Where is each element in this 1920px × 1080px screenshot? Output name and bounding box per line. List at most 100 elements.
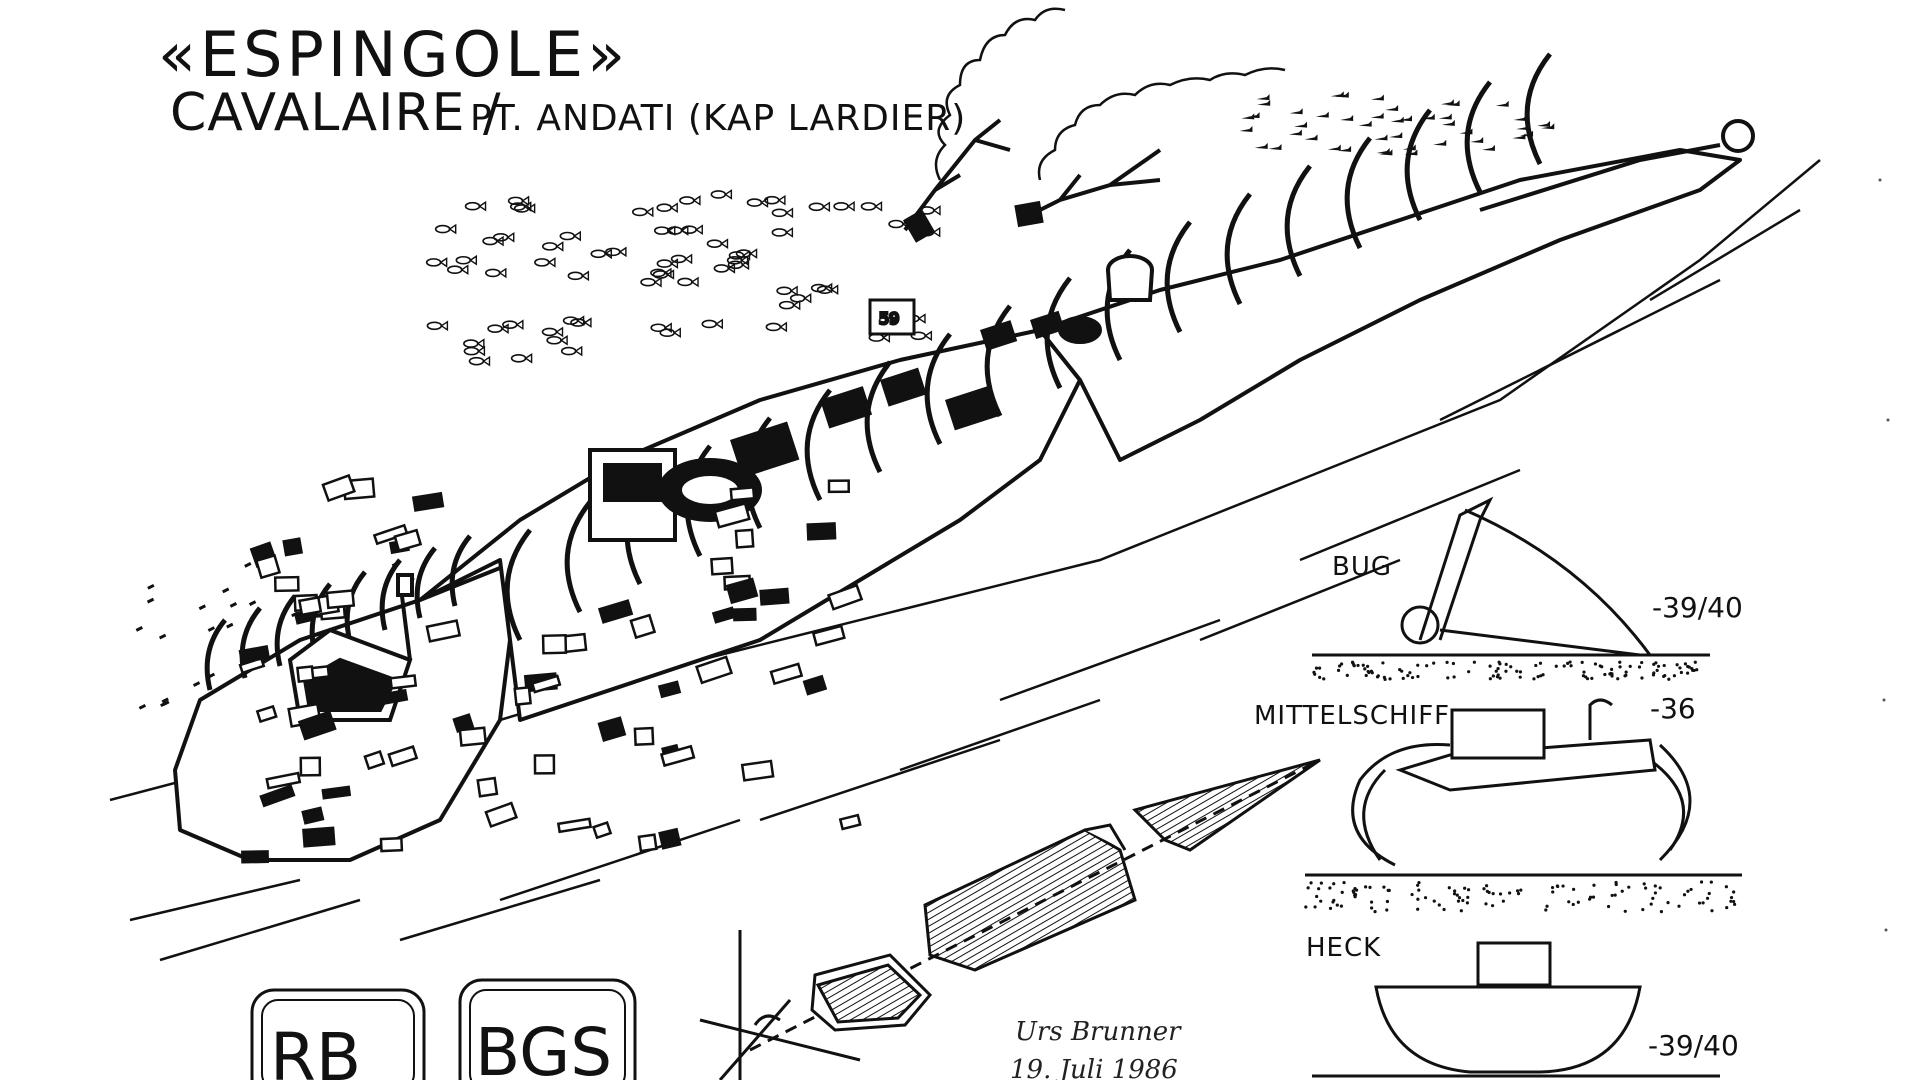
fish-tail [500,323,509,334]
fish [810,282,833,294]
section-label-bug: BUG [1332,552,1392,582]
seabed-dot [1518,670,1523,674]
debris-block [363,750,386,771]
fish-tail [581,270,590,282]
seabed-dot [1466,895,1470,899]
fish [567,270,590,282]
fish [746,197,769,208]
fish [1389,132,1403,139]
deck-hatch [729,421,800,479]
fish [158,633,167,640]
debris-block [458,726,488,747]
seabed-dot [1425,664,1429,668]
debris-block [255,704,278,724]
seabed-dot [1608,672,1612,676]
seabed-dot [1620,889,1624,893]
debris-block [806,522,837,541]
debris-block [659,744,696,768]
hull-rib [1164,220,1192,334]
seabed-dot [1592,883,1596,887]
fish-body [771,228,788,237]
debris-block [379,836,404,853]
seabed-dot [1313,672,1317,676]
fish-tail [830,284,839,296]
debris-block [372,523,409,546]
debris-block [533,754,556,775]
seabed-dot [1732,890,1736,894]
debris-block [633,726,655,747]
signature-date: 19. Juli 1986 [1010,1055,1178,1080]
fish [492,231,515,243]
fish [808,201,831,213]
seabed-dot [1373,910,1377,914]
fish-tail [669,202,678,214]
debris-block [241,850,269,864]
hull-rib [984,304,1012,418]
fish-tail [672,327,681,339]
seabed-dot [1340,890,1344,894]
seabed-dot [1516,892,1521,896]
fish-body [567,271,584,281]
fish [1294,121,1308,128]
fish-tail [690,276,699,288]
debris-block [629,613,657,640]
seabed-dot [1306,886,1310,890]
fish-tail [469,254,478,266]
seabed-dot [1410,892,1414,897]
fish-body [727,260,744,270]
fish-body [679,196,695,205]
fish-school [425,189,941,367]
fish [1335,91,1349,98]
seabed-dot [1447,886,1451,890]
fish [590,248,612,260]
fish [1268,143,1282,150]
debris-block [265,771,302,790]
fish-tail [477,345,486,357]
debris-block [299,756,322,777]
seabed-dot [1509,665,1513,669]
seabed-dot [1491,674,1495,678]
seabed-dot [1682,893,1687,897]
fish-body [468,356,485,366]
fish [765,321,788,333]
deck-hatch [1030,310,1065,340]
fish [1256,94,1270,101]
fish-tail [779,321,788,333]
fish [1304,134,1318,141]
seabed-dot [1651,896,1655,900]
seabed-dot [1388,677,1392,681]
page-edge-marks [1878,178,1890,932]
hull-rib [1224,192,1252,306]
fish [147,583,155,590]
fish-tail [924,330,933,342]
debris-block [637,833,658,853]
seabed-dot [1504,669,1508,673]
fish-body [656,203,672,213]
fish [541,326,564,338]
debris-block [710,556,734,576]
seabed-dot [1385,908,1389,912]
fish [1289,108,1303,115]
hull-rib [204,618,227,691]
fish-body [659,328,676,338]
seabed-dot [1352,890,1356,895]
exploded-view [699,758,1321,1080]
fish [735,248,758,259]
fish-tail [482,355,491,367]
hull-rib [924,332,952,446]
debris-block [811,624,846,647]
deck-hatches [729,310,1065,479]
fish [1433,139,1447,146]
fish-tail [720,238,729,249]
fish-tail [901,218,910,230]
section-mittelschiff: MITTELSCHIFF -36 [1254,692,1742,914]
seabed-dot [1485,889,1489,893]
debris-block [393,528,423,553]
seabed-dot [1591,895,1596,899]
debris-block [769,662,804,686]
seabed-dot [1401,676,1405,680]
fish [778,299,801,311]
fish-tail [555,241,564,252]
fish-tail [789,285,798,297]
fish-tail [932,205,941,216]
